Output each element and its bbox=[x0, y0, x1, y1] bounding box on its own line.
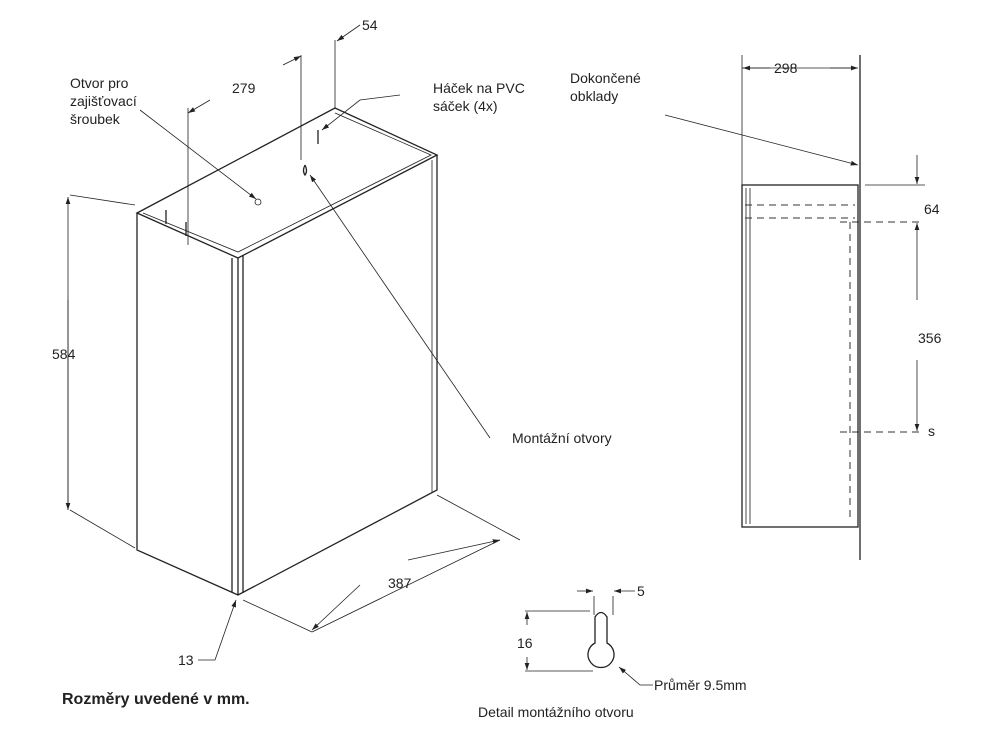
label-screw-hole-2: zajišťovací bbox=[70, 93, 137, 109]
label-finish-1: Dokončené bbox=[570, 70, 641, 86]
dim-584: 584 bbox=[52, 346, 76, 362]
dim-279: 279 bbox=[232, 80, 256, 96]
bin-side-view bbox=[664, 55, 925, 560]
dim-356: 356 bbox=[918, 330, 942, 346]
dim-s: s bbox=[928, 423, 935, 439]
detail-caption: Detail montážního otvoru bbox=[478, 704, 634, 720]
dim-298: 298 bbox=[774, 60, 798, 76]
dim-387: 387 bbox=[388, 575, 412, 591]
label-finish-2: obklady bbox=[570, 88, 618, 104]
keyhole-detail bbox=[524, 588, 653, 686]
label-screw-hole-3: šroubek bbox=[70, 111, 121, 127]
label-hook-2: sáček (4x) bbox=[433, 98, 498, 114]
label-hook-1: Háček na PVC bbox=[433, 80, 525, 96]
label-mount-holes: Montážní otvory bbox=[512, 430, 612, 446]
label-screw-hole-1: Otvor pro bbox=[70, 75, 129, 91]
dim-64: 64 bbox=[924, 201, 940, 217]
dim-54: 54 bbox=[362, 17, 378, 33]
dim-13: 13 bbox=[178, 652, 194, 668]
units-note: Rozměry uvedené v mm. bbox=[62, 691, 250, 708]
dim-16: 16 bbox=[517, 635, 533, 651]
label-diameter: Průměr 9.5mm bbox=[654, 677, 747, 693]
iso-dimension-lines bbox=[68, 24, 521, 661]
bin-isometric-view bbox=[135, 107, 439, 596]
dim-5: 5 bbox=[637, 583, 645, 599]
